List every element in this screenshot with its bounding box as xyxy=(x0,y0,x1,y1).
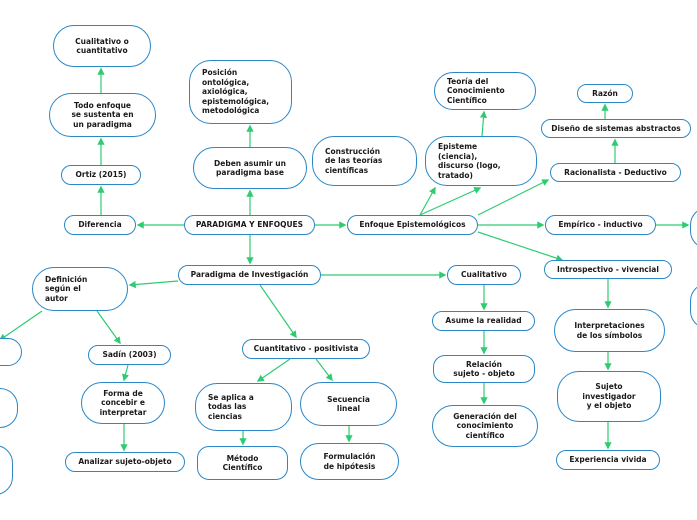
connector-line xyxy=(0,310,43,341)
node-enfoque-epistemologicos[interactable]: Enfoque Epistemológicos xyxy=(347,215,478,235)
node-posicion[interactable]: Posición ontológica, axiológica, epistem… xyxy=(189,60,292,124)
connector-line xyxy=(259,284,297,339)
node-paradigma-investigacion[interactable]: Paradigma de Investigación xyxy=(178,265,321,285)
node-relacion-sujeto-objeto[interactable]: Relación sujeto - objeto xyxy=(433,355,535,383)
node-ortiz[interactable]: Ortiz (2015) xyxy=(61,165,141,185)
connector-line xyxy=(122,364,129,382)
node-razon[interactable]: Razón xyxy=(577,84,633,103)
node-metodo-cientifico[interactable]: Método Científico xyxy=(197,446,288,480)
node-empirico-inductivo[interactable]: Empírico - inductivo xyxy=(545,215,656,235)
node-cualitativo-cuantitativo[interactable]: Cualitativo o cuantitativo xyxy=(53,25,151,67)
connector-line xyxy=(479,110,488,137)
node-interpretaciones[interactable]: Interpretaciones de los símbolos xyxy=(554,309,665,352)
node-definicion[interactable]: Definición según el autor xyxy=(32,267,128,311)
connector-line xyxy=(128,280,179,289)
node-experiencia-vivida[interactable]: Experiencia vivida xyxy=(556,450,660,470)
node-diseno-sistemas[interactable]: Diseño de sistemas abstractos xyxy=(541,119,691,138)
node-partial-left-1[interactable] xyxy=(0,338,22,366)
connector-line xyxy=(477,179,550,216)
connector-line xyxy=(96,310,121,345)
node-paradigma-enfoques[interactable]: PARADIGMA Y ENFOQUES xyxy=(184,215,315,235)
node-cualitativo[interactable]: Cualitativo xyxy=(447,265,521,285)
connector-line xyxy=(256,358,291,382)
node-diferencia[interactable]: Diferencia xyxy=(64,215,136,235)
node-construccion[interactable]: Construcción de las teorías científicas xyxy=(312,136,417,186)
node-sadin[interactable]: Sadín (2003) xyxy=(88,345,171,365)
node-formulacion-hipotesis[interactable]: Formulación de hipótesis xyxy=(300,443,399,480)
node-se-aplica[interactable]: Se aplica a todas las ciencias xyxy=(195,383,292,431)
connector-line xyxy=(419,186,436,216)
node-deben-asumir[interactable]: Deben asumir un paradigma base xyxy=(193,147,307,189)
node-cuantitativo-positivista[interactable]: Cuantitativo - positivista xyxy=(242,339,370,359)
node-episteme[interactable]: Episteme (ciencia), discurso (logo, trat… xyxy=(425,136,537,186)
node-secuencia-lineal[interactable]: Secuencia lineal xyxy=(300,382,397,426)
node-introspectivo-vivencial[interactable]: Introspectivo - vivencial xyxy=(544,260,672,279)
node-sujeto-investigador[interactable]: Sujeto investigador y el objeto xyxy=(557,371,661,422)
connector-line xyxy=(477,231,564,262)
node-forma-concebir[interactable]: Forma de concebir e interpretar xyxy=(81,382,165,424)
node-racionalista-deductivo[interactable]: Racionalista - Deductivo xyxy=(550,163,681,182)
node-asume-realidad[interactable]: Asume la realidad xyxy=(432,311,535,331)
node-todo-enfoque[interactable]: Todo enfoque se sustenta en un paradigma xyxy=(49,93,156,137)
connector-line xyxy=(419,187,482,216)
node-teoria-conocimiento[interactable]: Teoría del Conocimiento Científico xyxy=(434,72,536,110)
connector-line xyxy=(315,358,333,382)
node-generacion-conocimiento[interactable]: Generación del conocimiento científico xyxy=(432,405,538,447)
node-analizar-sujeto-objeto[interactable]: Analizar sujeto-objeto xyxy=(65,452,185,472)
